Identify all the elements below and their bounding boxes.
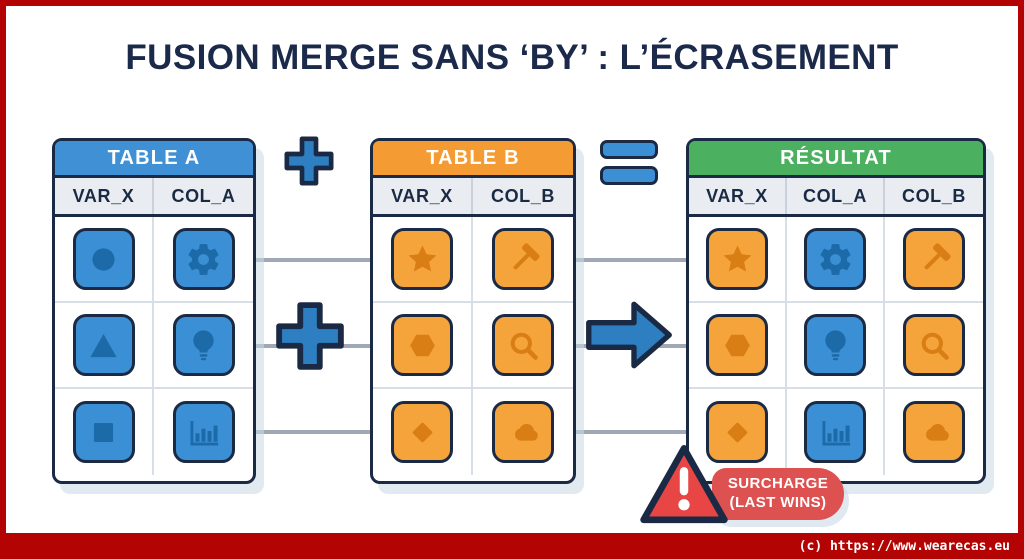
- table-title: RÉSULTAT: [689, 141, 983, 178]
- column-header: COL_B: [490, 185, 555, 206]
- table-body: [55, 217, 253, 475]
- table-b: TABLE B VAR_X COL_B: [370, 138, 576, 484]
- bulb-icon: [804, 314, 866, 376]
- footer-band: (c) https://www.wearecas.eu: [0, 533, 1024, 559]
- page-title: FUSION MERGE SANS ‘BY’ : L’ÉCRASEMENT: [125, 38, 899, 77]
- table-a: TABLE A VAR_X COL_A: [52, 138, 256, 484]
- cloud-icon: [492, 401, 554, 463]
- equals-bar: [600, 140, 658, 159]
- magnifier-icon: [903, 314, 965, 376]
- table-cell: [787, 389, 885, 475]
- equals-icon: [600, 140, 658, 185]
- table-cell: [689, 217, 787, 303]
- hammer-icon: [903, 228, 965, 290]
- table-cell: [787, 303, 885, 389]
- bulb-icon: [172, 314, 235, 376]
- arrow-right-icon: [583, 295, 675, 375]
- table-cell: [55, 303, 154, 389]
- table-cell: [885, 217, 983, 303]
- table-cell: [473, 389, 573, 475]
- column-header: COL_B: [901, 185, 966, 206]
- table-cell: [154, 217, 253, 303]
- cloud-icon: [903, 401, 965, 463]
- plus-icon: [281, 133, 337, 189]
- table-title: TABLE B: [373, 141, 573, 178]
- table-cell: [373, 389, 473, 475]
- table-cell: [885, 389, 983, 475]
- column-header-row: VAR_X COL_B: [373, 178, 573, 217]
- column-header: COL_A: [171, 185, 236, 206]
- column-header: COL_A: [787, 178, 885, 214]
- column-header: VAR_X: [373, 178, 473, 214]
- table-cell: [55, 389, 154, 475]
- star-icon: [391, 228, 453, 290]
- table-cell: [689, 389, 787, 475]
- table-title: TABLE A: [55, 141, 253, 178]
- bar-chart-icon: [172, 401, 235, 463]
- hammer-icon: [492, 228, 554, 290]
- gear-icon: [172, 228, 235, 290]
- table-cell: [154, 389, 253, 475]
- diamond-icon: [391, 401, 453, 463]
- hexagon-icon: [706, 314, 768, 376]
- warning-badge-line1: SURCHARGE: [727, 475, 829, 493]
- equals-bar: [600, 166, 658, 185]
- warning-badge-line2: (LAST WINS): [729, 494, 827, 511]
- column-header-row: VAR_X COL_A: [55, 178, 253, 217]
- table-cell: [373, 303, 473, 389]
- table-cell: [55, 217, 154, 303]
- table-cell: [373, 217, 473, 303]
- triangle-icon: [72, 314, 135, 376]
- table-cell: [473, 303, 573, 389]
- warning-badge: SURCHARGE (LAST WINS): [712, 468, 844, 520]
- magnifier-icon: [492, 314, 554, 376]
- table-cell: [885, 303, 983, 389]
- column-header: VAR_X: [689, 178, 787, 214]
- hexagon-icon: [391, 314, 453, 376]
- warning-triangle-icon: [637, 441, 731, 529]
- table-cell: [787, 217, 885, 303]
- diamond-icon: [706, 401, 768, 463]
- table-body: [689, 217, 983, 475]
- table-cell: [154, 303, 253, 389]
- table-cell: [473, 217, 573, 303]
- square-icon: [72, 401, 135, 463]
- star-icon: [706, 228, 768, 290]
- bar-chart-icon: [804, 401, 866, 463]
- plus-icon: [271, 297, 349, 375]
- circle-icon: [72, 228, 135, 290]
- gear-icon: [804, 228, 866, 290]
- copyright-text: (c) https://www.wearecas.eu: [798, 538, 1010, 554]
- column-header: VAR_X: [55, 178, 154, 214]
- table-cell: [689, 303, 787, 389]
- table-body: [373, 217, 573, 475]
